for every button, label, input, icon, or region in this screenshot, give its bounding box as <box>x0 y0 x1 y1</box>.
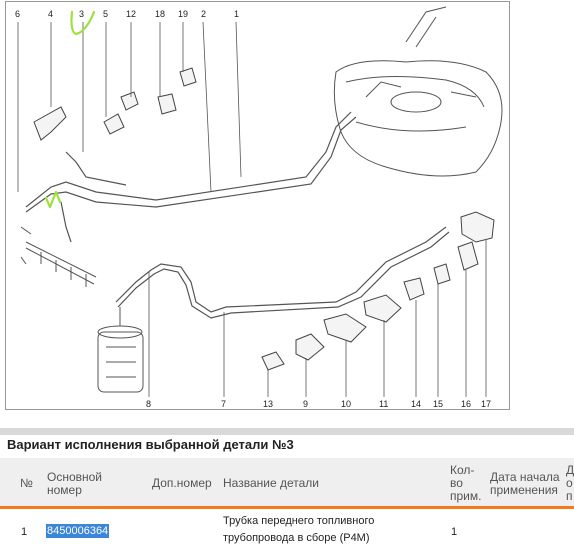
col-qty-line2: во <box>450 476 463 490</box>
callout-6: 6 <box>15 9 20 19</box>
callout-9: 9 <box>303 399 308 409</box>
col-num-header: № <box>20 476 33 490</box>
col-qty-line1: Кол- <box>450 463 475 477</box>
section-title: Вариант исполнения выбранной детали №3 <box>7 437 294 452</box>
callout-17: 17 <box>481 399 491 409</box>
col-extra-number-header: Доп.номер <box>152 476 212 490</box>
callout-16: 16 <box>461 399 471 409</box>
parts-diagram: 6 4 3 5 12 18 19 2 1 8 7 13 9 10 11 14 1… <box>5 1 510 410</box>
clip-parts <box>33 67 495 371</box>
callout-3: 3 <box>79 9 84 19</box>
col-cut-line2: о <box>566 476 573 490</box>
section-divider <box>0 428 574 435</box>
right-margin <box>510 1 574 436</box>
callout-11: 11 <box>379 399 388 409</box>
injector-rail-drawing <box>20 226 97 287</box>
fuel-filter-drawing <box>97 307 144 393</box>
table-header-row: № Основной номер Доп.номер Название дета… <box>0 458 574 509</box>
col-date-line1: Дата начала <box>490 470 560 484</box>
col-date-line2: применения <box>490 483 558 497</box>
callout-1: 1 <box>234 9 239 19</box>
col-main-number-header: Основной номер <box>47 471 102 497</box>
col-qty-line3: прим. <box>450 489 482 503</box>
col-qty-header: Кол- во прим. <box>450 464 481 503</box>
callout-8: 8 <box>146 399 151 409</box>
callout-19: 19 <box>178 9 188 19</box>
col-main-number-line1: Основной <box>47 470 103 484</box>
col-main-number-line2: номер <box>47 483 82 497</box>
row-main-number[interactable]: 8450006364 <box>46 523 110 540</box>
callout-14: 14 <box>411 399 421 409</box>
green-arrow-icon <box>44 190 62 209</box>
col-cut-line3: п <box>566 489 573 503</box>
col-date-header: Дата начала применения <box>490 471 560 497</box>
fuel-tank-drawing <box>333 6 503 177</box>
col-cut-header: Д о п <box>566 464 574 503</box>
green-annotation <box>44 10 96 209</box>
col-part-name-header: Название детали <box>223 476 319 490</box>
callout-15: 15 <box>433 399 443 409</box>
row-part-name: Трубка переднего топливного трубопровода… <box>223 513 374 547</box>
callout-18: 18 <box>155 9 165 19</box>
callout-4: 4 <box>48 9 53 19</box>
row-part-name-line1: Трубка переднего топливного <box>223 515 375 527</box>
callout-5: 5 <box>103 9 108 19</box>
callout-13: 13 <box>263 399 273 409</box>
row-part-name-line2: трубопровода в сборе (P4M) <box>223 532 370 544</box>
fuel-pipes <box>25 111 450 319</box>
part-number-highlight[interactable]: 8450006364 <box>46 524 110 538</box>
bottom-callout-labels: 8 7 13 9 10 11 14 15 16 17 <box>146 399 491 409</box>
leader-lines <box>17 21 487 397</box>
col-cut-line1: Д <box>566 463 574 477</box>
row-num: 1 <box>21 526 28 538</box>
top-callout-labels: 6 4 3 5 12 18 19 2 1 <box>15 9 239 19</box>
fuel-line-diagram: 6 4 3 5 12 18 19 2 1 8 7 13 9 10 11 14 1… <box>15 6 503 409</box>
row-qty: 1 <box>451 526 458 538</box>
callout-12: 12 <box>126 9 136 19</box>
callout-7: 7 <box>221 399 226 409</box>
callout-2: 2 <box>201 9 206 19</box>
callout-10: 10 <box>341 399 351 409</box>
